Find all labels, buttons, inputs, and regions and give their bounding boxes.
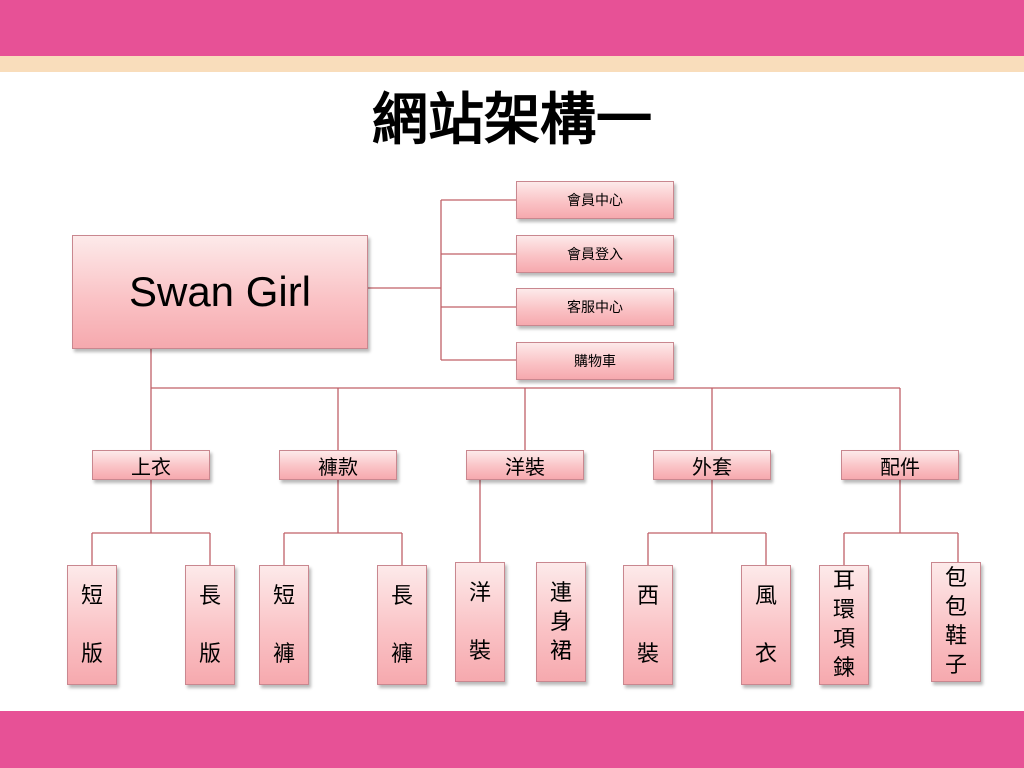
utility-node-label: 會員中心	[567, 193, 623, 209]
category-node-dresses: 洋裝	[466, 450, 584, 480]
leaf-node-suit: 西 裝	[623, 565, 673, 685]
leaf-char	[281, 611, 288, 640]
leaf-char: 包	[944, 566, 967, 591]
leaf-char: 包	[944, 595, 967, 620]
leaf-char	[477, 608, 484, 637]
leaf-char: 耳	[832, 569, 855, 594]
category-node-label: 褲款	[318, 454, 358, 479]
leaf-char: 鞋	[944, 624, 967, 649]
leaf-char: 版	[80, 641, 103, 667]
top-band-strip	[0, 56, 1024, 72]
leaf-node-earrings-necklace: 耳 環 項 鍊	[819, 565, 869, 685]
leaf-node-long-tops: 長 版	[185, 565, 235, 685]
leaf-char: 項	[832, 627, 855, 652]
leaf-char: 短	[80, 583, 103, 609]
leaf-char: 裝	[636, 641, 659, 667]
leaf-char: 長	[198, 583, 221, 609]
utility-node-customer-service: 客服中心	[516, 288, 674, 326]
leaf-char: 洋	[468, 580, 491, 606]
leaf-char	[645, 611, 652, 640]
slide-title: 網站架構一	[372, 88, 652, 153]
leaf-char: 子	[944, 653, 967, 678]
utility-node-label: 購物車	[574, 354, 616, 370]
leaf-node-shorts: 短 褲	[259, 565, 309, 685]
leaf-char: 風	[754, 583, 777, 609]
leaf-node-trench-coat: 風 衣	[741, 565, 791, 685]
leaf-node-trousers: 長 褲	[377, 565, 427, 685]
leaf-char: 西	[636, 583, 659, 609]
leaf-char	[89, 611, 96, 640]
utility-node-label: 會員登入	[567, 247, 623, 263]
utility-node-label: 客服中心	[567, 300, 623, 316]
category-node-label: 上衣	[131, 454, 171, 479]
category-node-label: 洋裝	[505, 454, 545, 479]
leaf-node-jumpsuit: 連 身 裙	[536, 562, 586, 682]
category-node-tops: 上衣	[92, 450, 210, 480]
leaf-char: 鍊	[832, 656, 855, 681]
leaf-char: 環	[832, 598, 855, 623]
category-node-accessories: 配件	[841, 450, 959, 480]
leaf-node-dress: 洋 裝	[455, 562, 505, 682]
category-node-label: 外套	[692, 454, 732, 479]
leaf-char: 版	[198, 641, 221, 667]
bottom-band	[0, 711, 1024, 768]
utility-node-cart: 購物車	[516, 342, 674, 380]
utility-node-member-center: 會員中心	[516, 181, 674, 219]
leaf-char: 衣	[754, 641, 777, 667]
leaf-char: 連	[549, 580, 572, 606]
leaf-char	[763, 611, 770, 640]
leaf-node-bags-shoes: 包 包 鞋 子	[931, 562, 981, 682]
leaf-char: 裝	[468, 638, 491, 664]
leaf-char: 短	[272, 583, 295, 609]
leaf-char: 長	[390, 583, 413, 609]
root-node: Swan Girl	[72, 235, 368, 349]
category-node-outerwear: 外套	[653, 450, 771, 480]
top-band	[0, 0, 1024, 56]
leaf-char: 褲	[272, 641, 295, 667]
leaf-char: 褲	[390, 641, 413, 667]
leaf-char	[207, 611, 214, 640]
leaf-char: 裙	[549, 638, 572, 664]
category-node-label: 配件	[880, 454, 920, 479]
root-node-label: Swan Girl	[128, 268, 312, 315]
leaf-node-short-tops: 短 版	[67, 565, 117, 685]
category-node-pants: 褲款	[279, 450, 397, 480]
leaf-char: 身	[549, 609, 572, 635]
utility-node-member-login: 會員登入	[516, 235, 674, 273]
leaf-char	[399, 611, 406, 640]
